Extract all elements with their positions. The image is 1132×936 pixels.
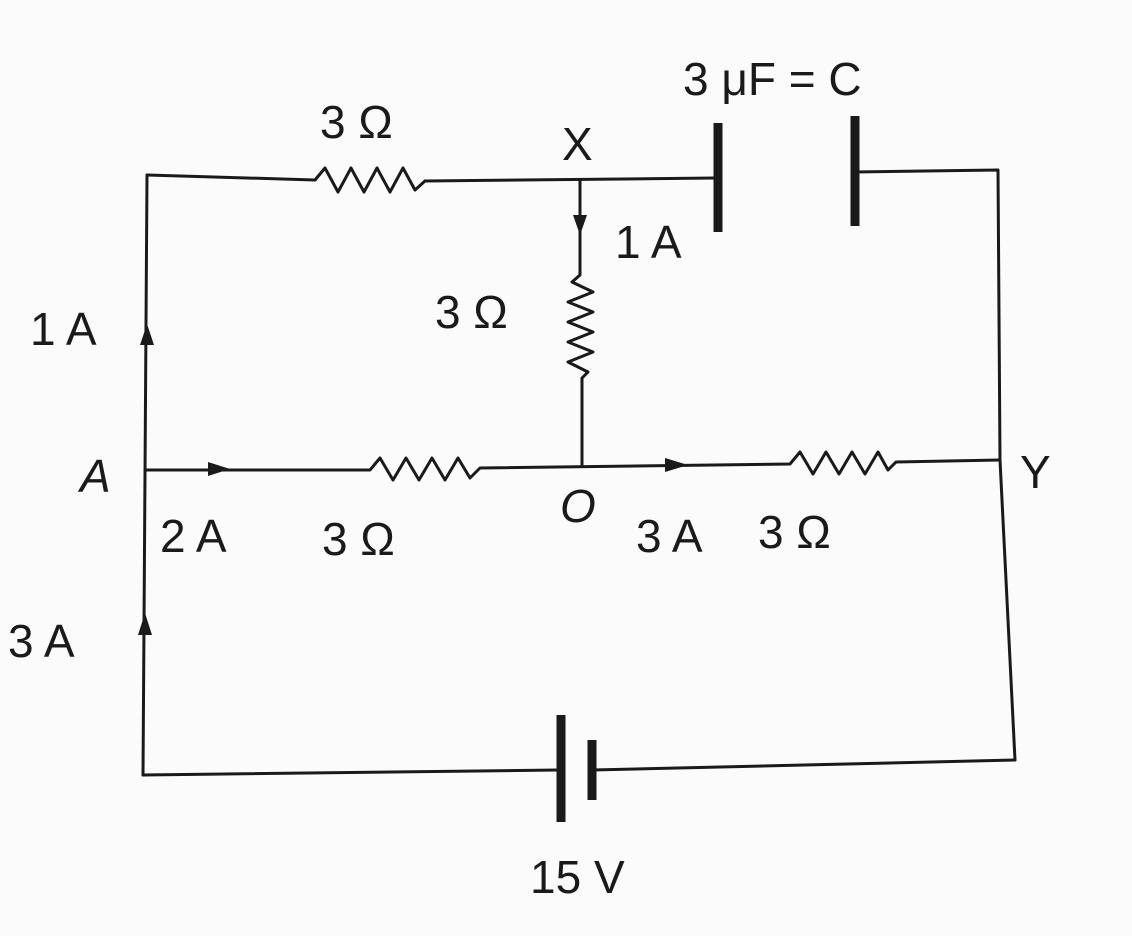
label-r-ao: 3 Ω	[322, 513, 395, 565]
wire-top-left	[145, 173, 317, 182]
label-r-oy: 3 Ω	[758, 506, 831, 558]
wire-bottom-left	[141, 768, 560, 777]
wire-vertical-xo	[566, 178, 595, 468]
label-node-o: O	[560, 480, 596, 532]
label-node-x: X	[562, 118, 593, 170]
wire-middle	[143, 450, 1002, 482]
wire-top-right	[853, 168, 1017, 762]
arrow-right-oy	[665, 458, 688, 472]
arrow-up-left-bottom	[138, 613, 152, 635]
label-node-y: Y	[1020, 446, 1051, 498]
label-r-top: 3 Ω	[320, 96, 393, 148]
label-battery: 15 V	[530, 851, 625, 903]
label-i-xo: 1 A	[615, 216, 682, 268]
label-i-ao: 2 A	[160, 510, 227, 562]
arrow-up-left-top	[140, 324, 154, 345]
label-node-a: A	[77, 450, 111, 502]
label-i-left-bottom: 3 A	[8, 615, 75, 667]
label-i-left-top: 1 A	[30, 303, 97, 355]
wire-bottom-right	[590, 758, 1017, 772]
wire-top-mid	[423, 176, 717, 183]
wire-left	[141, 173, 149, 777]
label-i-oy: 3 A	[636, 510, 703, 562]
label-capacitor: 3 μF = C	[683, 53, 862, 105]
label-r-vertical: 3 Ω	[435, 286, 508, 338]
arrow-right-ao	[208, 462, 230, 476]
resistor-top	[313, 166, 427, 194]
arrow-down-xo	[573, 215, 587, 235]
